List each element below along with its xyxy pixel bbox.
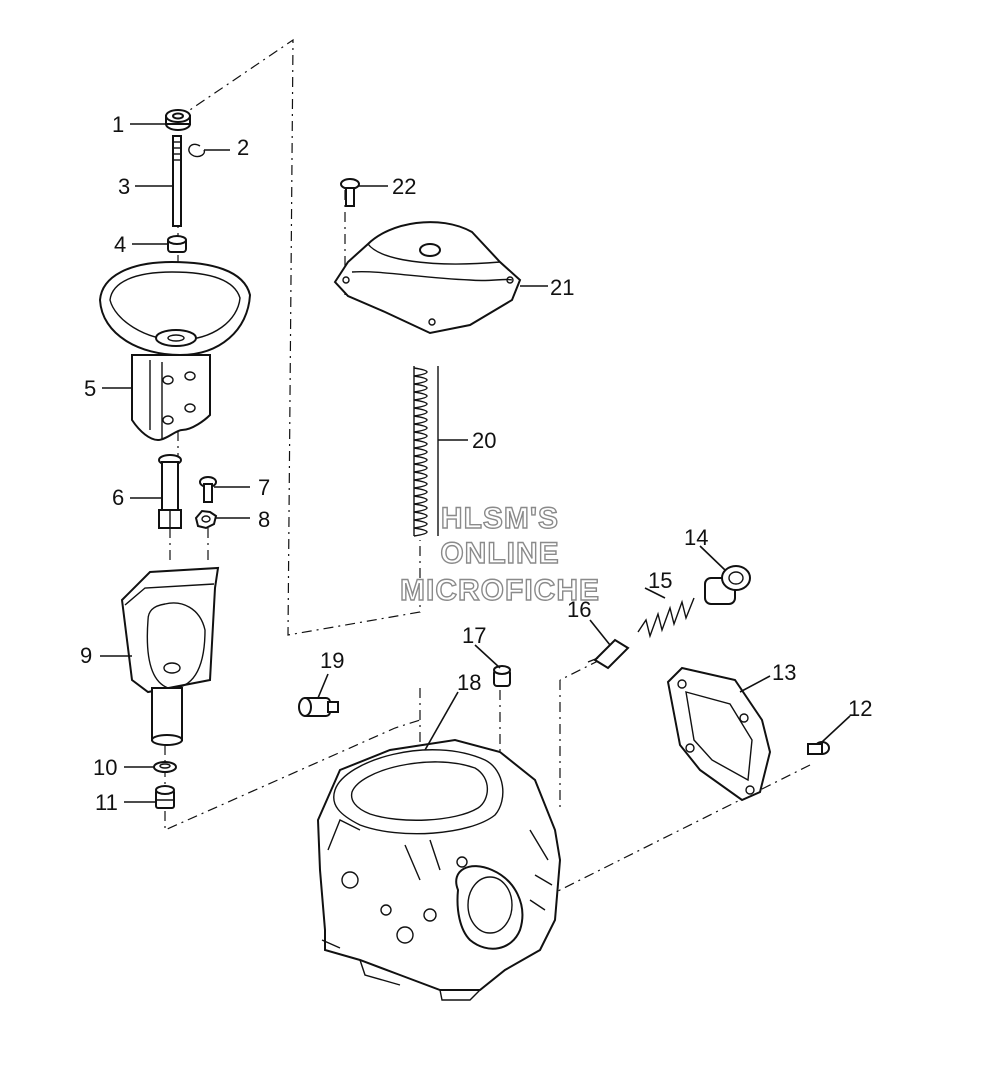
callout-18: 18 xyxy=(457,670,481,695)
watermark: HLSM'S ONLINE MICROFICHE xyxy=(399,501,600,607)
part-16-pilot-screw xyxy=(587,638,630,670)
callout-3: 3 xyxy=(118,174,130,199)
callout-9: 9 xyxy=(80,643,92,668)
watermark-line-1: HLSM'S xyxy=(441,502,559,535)
callout-22: 22 xyxy=(392,174,416,199)
callout-10: 10 xyxy=(93,755,117,780)
callout-17: 17 xyxy=(462,623,486,648)
part-5-diaphragm-slide xyxy=(98,260,252,442)
part-12-screw xyxy=(807,741,830,755)
callout-21: 21 xyxy=(550,275,574,300)
watermark-line-3: MICROFICHE xyxy=(400,574,600,607)
part-1-nut xyxy=(165,109,191,131)
leader-lines xyxy=(100,123,851,803)
part-14-cap xyxy=(704,565,751,605)
callout-2: 2 xyxy=(237,135,249,160)
callout-15: 15 xyxy=(648,568,672,593)
callout-5: 5 xyxy=(84,376,96,401)
watermark-line-2: ONLINE xyxy=(440,537,559,570)
callout-7: 7 xyxy=(258,475,270,500)
callout-13: 13 xyxy=(772,660,796,685)
part-18-carburetor-body xyxy=(316,738,562,1001)
callout-labels: 1 2 3 4 5 6 7 8 9 10 11 12 13 14 15 16 1… xyxy=(80,112,872,815)
callout-16: 16 xyxy=(567,597,591,622)
part-3-jet-needle xyxy=(172,135,182,227)
part-9-jet-holder xyxy=(120,566,220,746)
part-13-cover-gasket xyxy=(666,666,772,802)
part-6-needle-jet xyxy=(158,454,182,529)
part-2-e-clip xyxy=(188,143,206,158)
callout-14: 14 xyxy=(684,525,708,550)
part-21-top-cover xyxy=(333,221,522,335)
part-11-main-jet xyxy=(155,785,175,809)
callout-11: 11 xyxy=(95,790,118,815)
callout-19: 19 xyxy=(320,648,344,673)
part-10-o-ring xyxy=(153,761,177,773)
part-22-screw xyxy=(340,178,360,207)
part-15-spring xyxy=(637,597,695,639)
part-8-lock-washer xyxy=(194,509,218,530)
callout-6: 6 xyxy=(112,485,124,510)
part-17-plug xyxy=(493,665,511,687)
callout-12: 12 xyxy=(848,696,872,721)
callout-4: 4 xyxy=(114,232,126,257)
part-7-screw xyxy=(199,476,217,503)
part-4-spacer xyxy=(167,235,187,253)
callout-8: 8 xyxy=(258,507,270,532)
callout-1: 1 xyxy=(112,112,124,137)
part-20-spring xyxy=(413,366,439,537)
part-19-fitting xyxy=(298,697,339,717)
callout-20: 20 xyxy=(472,428,496,453)
